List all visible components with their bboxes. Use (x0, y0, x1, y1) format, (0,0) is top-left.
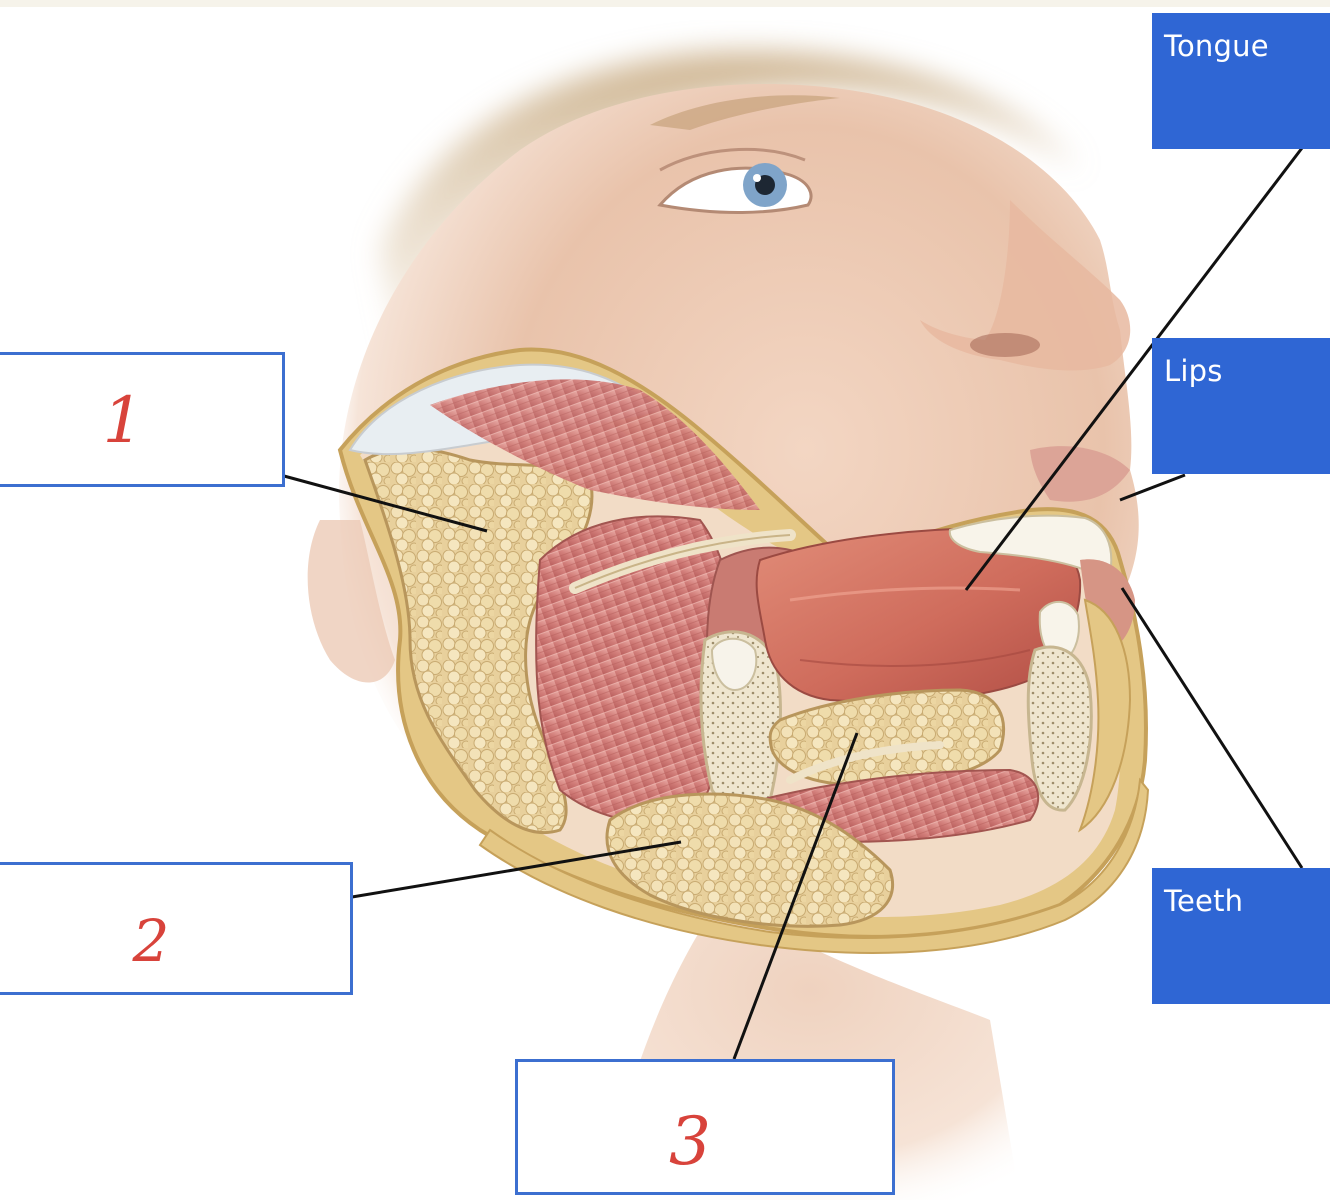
leader-line-lips (1119, 473, 1186, 502)
eye (657, 147, 813, 215)
parotid-gland (363, 447, 594, 835)
label-tongue[interactable]: Tongue (1152, 13, 1330, 149)
leader-line-tongue (964, 147, 1304, 591)
lower-skin-edge (478, 777, 1150, 954)
ear (307, 520, 395, 683)
answer-1: 1 (102, 384, 144, 458)
leader-line-1 (283, 474, 488, 533)
answer-box-2[interactable]: 2 (0, 862, 353, 995)
upper-muscle (430, 379, 760, 510)
submandibular-duct (786, 741, 944, 784)
answer-2: 2 (132, 907, 170, 975)
top-strip (0, 0, 1330, 7)
mandible-section-right (1026, 645, 1093, 812)
label-teeth[interactable]: Teeth (1152, 868, 1330, 1004)
leader-line-3 (732, 732, 859, 1060)
chin-layer (1077, 598, 1132, 833)
nostril (970, 333, 1040, 357)
answer-3: 3 (669, 1103, 711, 1180)
eyebrow (650, 95, 840, 130)
tooth-left (710, 637, 758, 692)
leader-line-2 (351, 840, 682, 899)
answer-box-3[interactable]: 3 (515, 1059, 895, 1195)
nose (920, 200, 1131, 371)
upper-lip (1030, 446, 1130, 502)
leader-lines (283, 147, 1304, 1060)
answer-box-1[interactable]: 1 (0, 352, 285, 487)
hair (380, 51, 1080, 360)
leader-line-teeth (1120, 587, 1304, 869)
label-lips[interactable]: Lips (1152, 338, 1330, 474)
